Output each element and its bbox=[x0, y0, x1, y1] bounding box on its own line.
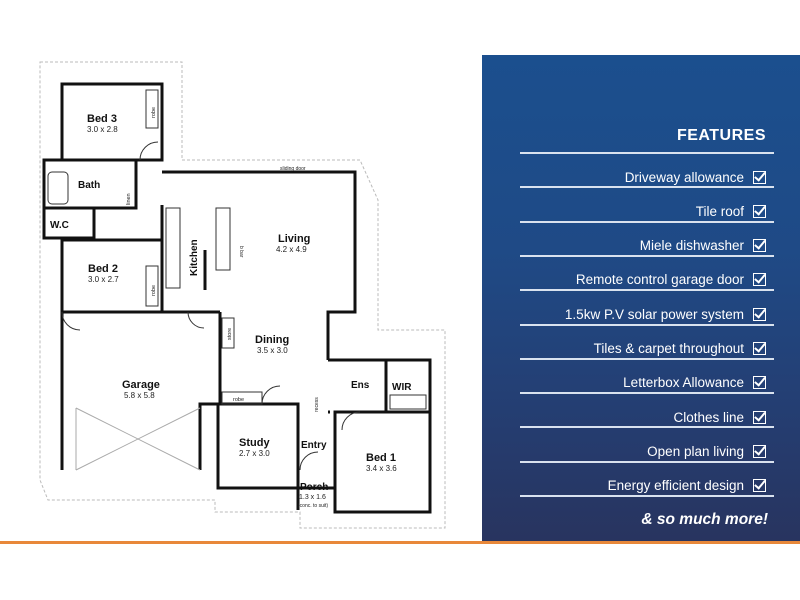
label-sliding-door: sliding door bbox=[280, 166, 306, 172]
door-swing-garage bbox=[61, 311, 81, 331]
garage-walls bbox=[60, 310, 222, 470]
door-swing-entry bbox=[299, 451, 319, 471]
bed1-walls bbox=[333, 410, 432, 514]
site-boundary bbox=[39, 61, 446, 529]
wir-shelf bbox=[389, 394, 427, 410]
feature-label: Miele dishwasher bbox=[639, 238, 744, 254]
kitchen-bench bbox=[165, 207, 181, 289]
feature-label: Tile roof bbox=[695, 203, 744, 219]
room-bed2-name: Bed 2 bbox=[88, 263, 118, 275]
room-bed1-name: Bed 1 bbox=[366, 452, 396, 464]
store-cupboard bbox=[221, 317, 235, 349]
garage-door-hatch bbox=[75, 407, 201, 471]
feature-divider bbox=[520, 152, 774, 154]
feature-item: Energy efficient design bbox=[608, 476, 766, 496]
room-study-dims: 2.7 x 3.0 bbox=[239, 449, 270, 458]
room-garage-name: Garage bbox=[122, 379, 160, 391]
living-walls bbox=[162, 170, 357, 360]
checkbox-checked-icon bbox=[753, 307, 766, 321]
checkbox-checked-icon bbox=[753, 273, 766, 287]
room-wir-name: WIR bbox=[392, 382, 412, 393]
door-swing-bed1 bbox=[341, 411, 361, 431]
room-ens-name: Ens bbox=[351, 380, 370, 391]
room-bath-name: Bath bbox=[78, 180, 100, 191]
feature-divider bbox=[520, 495, 774, 497]
feature-label: 1.5kw P.V solar power system bbox=[564, 306, 744, 322]
checkbox-checked-icon bbox=[753, 239, 766, 253]
checkbox-checked-icon bbox=[753, 376, 766, 390]
feature-divider bbox=[520, 254, 774, 257]
accent-divider bbox=[0, 541, 800, 544]
door-swing-dining bbox=[187, 311, 205, 329]
feature-label: Driveway allowance bbox=[624, 169, 744, 185]
checkbox-checked-icon bbox=[753, 410, 766, 424]
feature-divider bbox=[520, 460, 774, 463]
feature-label: Open plan living bbox=[647, 443, 744, 459]
room-wc-name: W.C bbox=[50, 220, 69, 231]
feature-divider bbox=[520, 357, 774, 360]
feature-item: Clothes line bbox=[673, 407, 766, 427]
more-tagline: & so much more! bbox=[641, 511, 768, 528]
room-bed2-dims: 3.0 x 2.7 bbox=[88, 275, 119, 284]
kitchen-walls bbox=[160, 205, 207, 312]
floor-plan: Bed 3 3.0 x 2.8 Bath W.C Bed 2 3.0 x 2.7… bbox=[39, 61, 446, 529]
label-store: store bbox=[227, 328, 233, 340]
feature-item: Driveway allowance bbox=[625, 167, 766, 187]
features-title: FEATURES bbox=[676, 127, 766, 144]
room-dining-dims: 3.5 x 3.0 bbox=[257, 346, 288, 355]
room-dining-name: Dining bbox=[255, 334, 289, 346]
robe-study bbox=[221, 391, 263, 405]
label-recess: recess bbox=[314, 397, 320, 412]
feature-item: Tiles & carpet throughout bbox=[594, 339, 766, 359]
checkbox-checked-icon bbox=[753, 444, 766, 458]
room-bed3-dims: 3.0 x 2.8 bbox=[87, 125, 118, 134]
door-swing-bed3 bbox=[139, 141, 159, 161]
checkbox-checked-icon bbox=[753, 170, 766, 184]
feature-item: Tile roof bbox=[696, 201, 766, 221]
room-living-name: Living bbox=[278, 233, 310, 245]
label-robe-bed2: robe bbox=[151, 285, 157, 296]
feature-item: Miele dishwasher bbox=[640, 236, 766, 256]
room-porch-dims: 1.3 x 1.6 bbox=[299, 494, 326, 501]
room-living-dims: 4.2 x 4.9 bbox=[276, 245, 307, 254]
label-bar: b bar bbox=[238, 246, 244, 258]
room-garage-dims: 5.8 x 5.8 bbox=[124, 391, 155, 400]
feature-divider bbox=[520, 426, 774, 429]
robe-bed2 bbox=[145, 265, 159, 307]
room-bed1-dims: 3.4 x 3.6 bbox=[366, 464, 397, 473]
feature-label: Tiles & carpet throughout bbox=[593, 341, 744, 356]
feature-label: Remote control garage door bbox=[575, 272, 744, 288]
feature-divider bbox=[520, 220, 774, 223]
label-robe-bed3: robe bbox=[151, 107, 157, 118]
room-porch-name: Porch bbox=[300, 482, 328, 493]
room-study-name: Study bbox=[239, 437, 270, 449]
feature-item: Letterbox Allowance bbox=[623, 373, 766, 393]
checkbox-checked-icon bbox=[753, 342, 766, 355]
room-entry-name: Entry bbox=[301, 440, 327, 451]
feature-divider bbox=[520, 323, 774, 326]
feature-item: Remote control garage door bbox=[576, 270, 766, 290]
label-linen: linen bbox=[126, 193, 132, 205]
feature-label: Clothes line bbox=[673, 409, 744, 425]
feature-label: Energy efficient design bbox=[607, 478, 744, 494]
room-bed3-name: Bed 3 bbox=[87, 113, 117, 125]
wc-walls bbox=[42, 206, 96, 240]
door-swing-study bbox=[261, 385, 281, 405]
label-robe-study: robe bbox=[233, 397, 244, 403]
bathtub bbox=[47, 171, 69, 205]
feature-item: Open plan living bbox=[647, 441, 766, 461]
checkbox-checked-icon bbox=[753, 204, 766, 218]
kitchen-island bbox=[215, 207, 231, 271]
robe-bed3 bbox=[145, 89, 159, 129]
feature-label: Letterbox Allowance bbox=[623, 375, 744, 391]
room-kitchen-name: Kitchen bbox=[189, 239, 200, 276]
feature-divider bbox=[520, 392, 774, 395]
feature-divider bbox=[520, 186, 774, 189]
porch-note: (conc. to suit) bbox=[298, 503, 328, 509]
feature-item: 1.5kw P.V solar power system bbox=[565, 304, 766, 324]
checkbox-checked-icon bbox=[753, 479, 766, 493]
ens-walls bbox=[328, 358, 432, 414]
feature-divider bbox=[520, 289, 774, 292]
